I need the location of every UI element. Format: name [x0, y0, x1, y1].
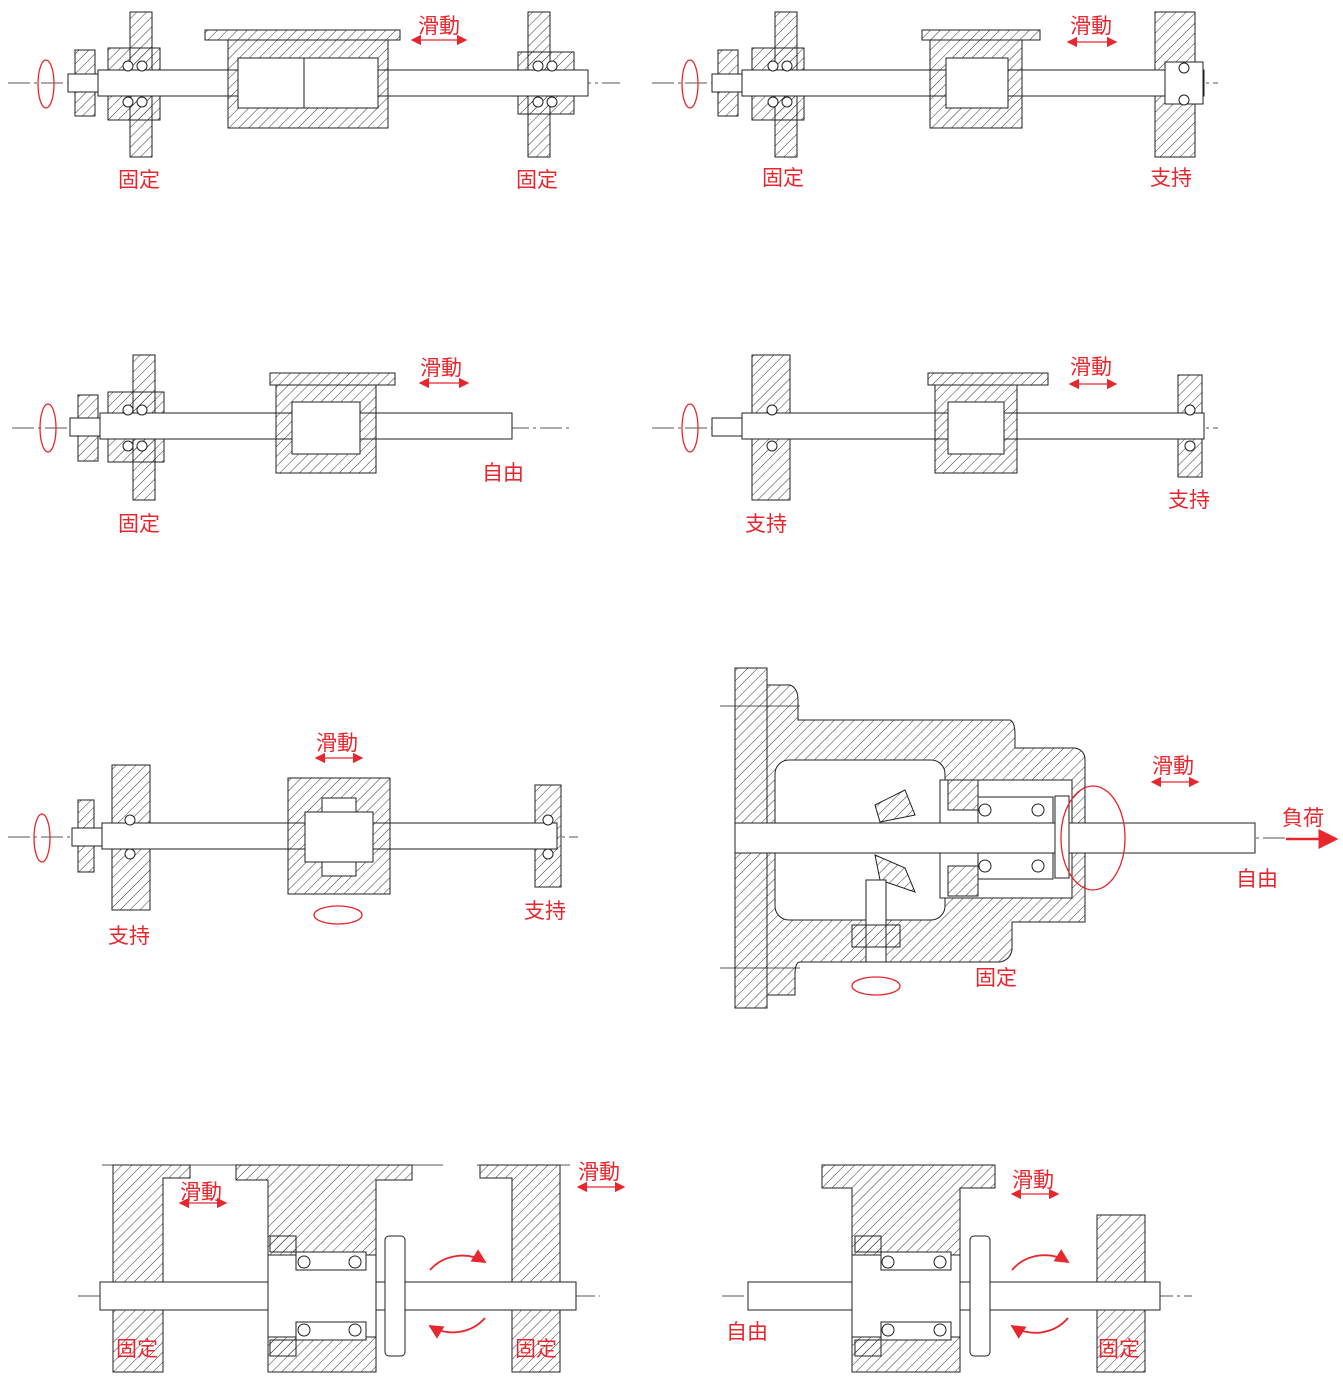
- d8-slide-label: 滑動: [1012, 1168, 1054, 1192]
- d3-slide-label: 滑動: [420, 356, 462, 380]
- diagram-1: [8, 11, 620, 158]
- d3-left-label: 固定: [118, 512, 160, 536]
- diagram-3: [12, 354, 570, 501]
- d2-left-label: 固定: [762, 166, 804, 190]
- d1-right-label: 固定: [516, 168, 558, 192]
- d8-right-label: 固定: [1098, 1337, 1140, 1361]
- d2-right-label: 支持: [1150, 166, 1192, 190]
- d7-right-label: 固定: [515, 1337, 557, 1361]
- diagram-5: [8, 752, 578, 925]
- d7-slide-right-label: 滑動: [578, 1160, 620, 1184]
- diagram-6: [720, 667, 1339, 1009]
- d5-left-label: 支持: [108, 924, 150, 948]
- d4-right-label: 支持: [1168, 488, 1210, 512]
- d6-slide-label: 滑動: [1152, 754, 1194, 778]
- diagram-2: [652, 11, 1218, 158]
- d1-slide-label: 滑動: [418, 14, 460, 38]
- d4-slide-label: 滑動: [1070, 355, 1112, 379]
- d8-left-label: 自由: [726, 1320, 768, 1344]
- d6-load-label: 負荷: [1282, 806, 1324, 830]
- d5-slide-label: 滑動: [316, 731, 358, 755]
- d3-right-label: 自由: [482, 461, 524, 485]
- d5-right-label: 支持: [524, 899, 566, 923]
- d1-left-label: 固定: [118, 168, 160, 192]
- d6-fixed-label: 固定: [975, 966, 1017, 990]
- d7-slide-left-label: 滑動: [180, 1180, 222, 1204]
- diagram-7: [78, 1164, 626, 1373]
- d2-slide-label: 滑動: [1070, 14, 1112, 38]
- d6-free-label: 自由: [1236, 867, 1278, 891]
- d7-left-label: 固定: [116, 1337, 158, 1361]
- d4-left-label: 支持: [745, 512, 787, 536]
- diagram-4: [652, 354, 1218, 501]
- diagram-8: [722, 1164, 1192, 1373]
